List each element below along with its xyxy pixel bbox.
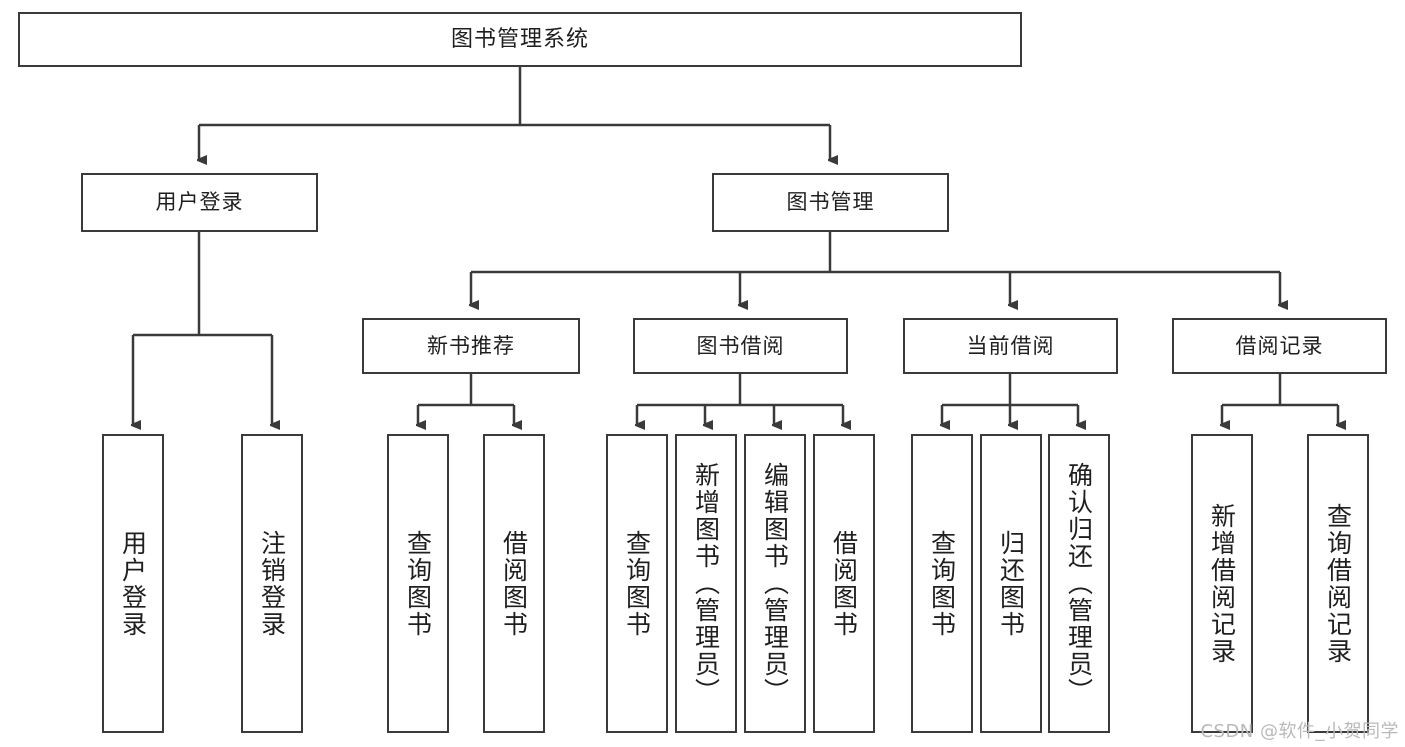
node-label: 借阅图书 xyxy=(829,529,859,638)
node-label: 注销登录 xyxy=(257,529,287,638)
leaf-query-record[interactable]: 查询借阅记录 xyxy=(1307,434,1369,733)
node-book-borrow[interactable]: 图书借阅 xyxy=(633,318,848,374)
node-label: 确认归还（管理员） xyxy=(1064,462,1094,705)
node-current-borrow[interactable]: 当前借阅 xyxy=(903,318,1118,374)
node-borrow-record[interactable]: 借阅记录 xyxy=(1172,318,1387,374)
node-label: 图书借阅 xyxy=(696,333,785,358)
leaf-query-book-2[interactable]: 查询图书 xyxy=(606,434,668,733)
leaf-query-book-1[interactable]: 查询图书 xyxy=(387,434,449,733)
node-label: 图书管理系统 xyxy=(450,26,589,52)
node-label: 当前借阅 xyxy=(966,333,1055,358)
node-label: 新增借阅记录 xyxy=(1207,502,1237,665)
node-label: 查询图书 xyxy=(622,529,652,638)
node-book-manage[interactable]: 图书管理 xyxy=(712,173,949,232)
node-label: 编辑图书（管理员） xyxy=(760,462,790,705)
leaf-return-book[interactable]: 归还图书 xyxy=(980,434,1042,733)
node-label: 借阅图书 xyxy=(499,529,529,638)
node-book-management-system[interactable]: 图书管理系统 xyxy=(18,12,1022,67)
node-label: 查询图书 xyxy=(927,529,957,638)
leaf-logout[interactable]: 注销登录 xyxy=(241,434,303,733)
node-label: 用户登录 xyxy=(155,190,244,215)
node-label: 图书管理 xyxy=(786,190,875,215)
node-label: 借阅记录 xyxy=(1235,333,1324,358)
node-label: 用户登录 xyxy=(118,529,148,638)
node-user-login[interactable]: 用户登录 xyxy=(81,173,318,232)
node-label: 查询图书 xyxy=(403,529,433,638)
leaf-add-book[interactable]: 新增图书（管理员） xyxy=(675,434,737,733)
leaf-query-book-3[interactable]: 查询图书 xyxy=(911,434,973,733)
leaf-add-record[interactable]: 新增借阅记录 xyxy=(1191,434,1253,733)
node-label: 归还图书 xyxy=(996,529,1026,638)
node-label: 新书推荐 xyxy=(427,333,515,358)
leaf-borrow-book-1[interactable]: 借阅图书 xyxy=(483,434,545,733)
leaf-borrow-book-2[interactable]: 借阅图书 xyxy=(813,434,875,733)
leaf-confirm-return[interactable]: 确认归还（管理员） xyxy=(1048,434,1110,733)
leaf-edit-book[interactable]: 编辑图书（管理员） xyxy=(744,434,806,733)
leaf-user-login[interactable]: 用户登录 xyxy=(102,434,164,733)
node-label: 新增图书（管理员） xyxy=(691,462,721,705)
node-new-book-recommend[interactable]: 新书推荐 xyxy=(362,318,580,374)
node-label: 查询借阅记录 xyxy=(1323,502,1353,665)
